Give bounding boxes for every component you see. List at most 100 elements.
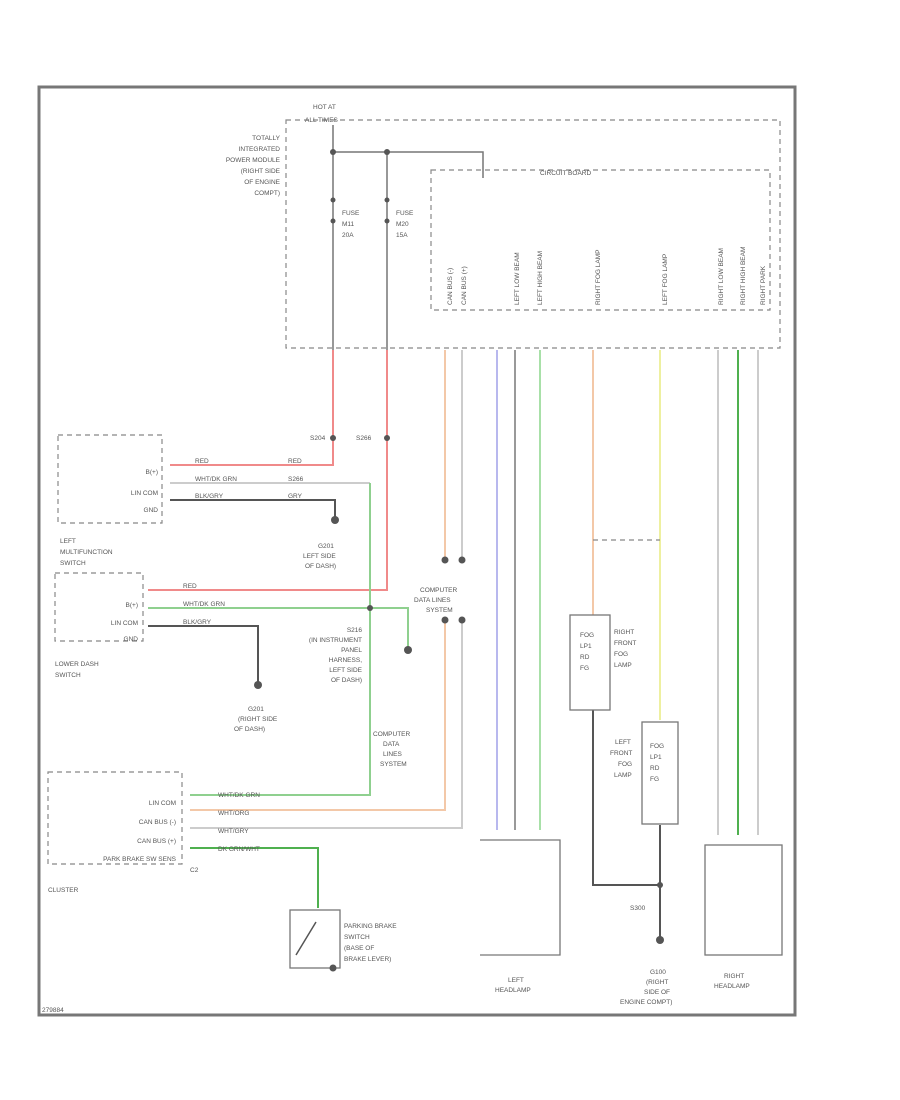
svg-text:BLK/GRY: BLK/GRY	[183, 619, 212, 626]
svg-text:BLK/GRY: BLK/GRY	[195, 493, 224, 500]
svg-text:GND: GND	[124, 636, 139, 643]
svg-text:C2: C2	[190, 867, 199, 874]
svg-text:LEFT HIGH BEAM: LEFT HIGH BEAM	[537, 251, 544, 305]
ground-g100: S300 G100 (RIGHT SIDE OF ENGINE COMPT)	[620, 905, 672, 1006]
wires	[148, 350, 759, 944]
svg-text:DATA: DATA	[383, 741, 400, 748]
svg-text:LAMP: LAMP	[614, 662, 632, 669]
svg-text:DATA LINES: DATA LINES	[414, 597, 451, 604]
svg-text:INTEGRATED: INTEGRATED	[239, 146, 281, 153]
svg-text:LAMP: LAMP	[614, 772, 632, 779]
svg-text:S266: S266	[288, 476, 304, 483]
svg-text:COMPT): COMPT)	[254, 190, 280, 197]
diagram-border	[37, 85, 797, 1017]
svg-text:RD: RD	[580, 654, 590, 661]
svg-text:FOG: FOG	[618, 761, 632, 768]
svg-text:RD: RD	[650, 765, 660, 772]
svg-text:ALL TIMES: ALL TIMES	[305, 117, 339, 124]
svg-text:(RIGHT SIDE: (RIGHT SIDE	[238, 716, 278, 723]
svg-text:RIGHT LOW BEAM: RIGHT LOW BEAM	[718, 248, 725, 305]
svg-text:B(+): B(+)	[146, 469, 158, 476]
splice-s204: S204	[310, 435, 326, 442]
svg-text:M11: M11	[342, 221, 355, 228]
wire-lin-cluster	[190, 483, 371, 796]
svg-text:GRY: GRY	[288, 493, 303, 500]
wire-red-upper	[170, 350, 334, 466]
svg-text:PARKING BRAKE: PARKING BRAKE	[344, 923, 397, 930]
svg-text:15A: 15A	[396, 232, 408, 239]
svg-text:CLUSTER: CLUSTER	[48, 887, 79, 894]
svg-text:LEFT: LEFT	[508, 977, 524, 984]
svg-text:PARK BRAKE SW SENS: PARK BRAKE SW SENS	[103, 856, 177, 863]
tipm-module: HOT AT ALL TIMES TOTALLY INTEGRATED POWE…	[226, 104, 781, 350]
svg-text:GND: GND	[144, 507, 159, 514]
svg-text:MULTIFUNCTION: MULTIFUNCTION	[60, 549, 113, 556]
svg-text:G201: G201	[248, 706, 264, 713]
svg-text:S300: S300	[630, 905, 646, 912]
wire-park-brake	[190, 847, 319, 908]
svg-text:LINES: LINES	[383, 751, 402, 758]
svg-text:LP1: LP1	[650, 754, 662, 761]
svg-text:WHT/GRY: WHT/GRY	[218, 828, 249, 835]
svg-text:WHT/DK GRN: WHT/DK GRN	[183, 601, 225, 608]
computer-data-lines-label-2: COMPUTER DATA LINES SYSTEM	[373, 731, 411, 768]
wire-lin-lower	[148, 607, 409, 650]
svg-text:M20: M20	[396, 221, 409, 228]
fuse-m11-label: FUSE	[342, 210, 360, 217]
svg-text:CAN BUS (+): CAN BUS (+)	[461, 266, 468, 305]
svg-text:SYSTEM: SYSTEM	[380, 761, 407, 768]
svg-text:OF DASH): OF DASH)	[331, 677, 362, 684]
svg-text:FG: FG	[580, 665, 589, 672]
svg-text:SYSTEM: SYSTEM	[426, 607, 453, 614]
board-circuit-labels: CAN BUS (-) CAN BUS (+) LEFT LOW BEAM LE…	[447, 247, 767, 305]
svg-text:CAN BUS (+): CAN BUS (+)	[137, 838, 176, 845]
wire-fog-ground	[592, 710, 660, 886]
svg-text:LEFT LOW BEAM: LEFT LOW BEAM	[514, 252, 521, 305]
wire-red-lower	[148, 350, 388, 591]
left-headlamp: LEFT HEADLAMP	[480, 839, 561, 994]
splice-s216: S216 (IN INSTRUMENT PANEL HARNESS, LEFT …	[309, 627, 363, 684]
fuse-m20-label: FUSE	[396, 210, 414, 217]
svg-text:CIRCUIT BOARD: CIRCUIT BOARD	[540, 170, 591, 177]
wire-gnd-lower	[148, 625, 259, 685]
svg-text:RIGHT HIGH BEAM: RIGHT HIGH BEAM	[740, 247, 747, 305]
svg-text:(RIGHT SIDE: (RIGHT SIDE	[241, 168, 281, 175]
svg-text:TOTALLY: TOTALLY	[252, 135, 280, 142]
svg-text:LEFT SIDE: LEFT SIDE	[329, 667, 362, 674]
computer-data-lines-label-1: COMPUTER DATA LINES SYSTEM	[414, 587, 458, 614]
svg-text:RED: RED	[195, 458, 209, 465]
svg-text:(BASE OF: (BASE OF	[344, 945, 374, 952]
svg-text:COMPUTER: COMPUTER	[420, 587, 458, 594]
instrument-cluster: LIN COM CAN BUS (-) CAN BUS (+) PARK BRA…	[47, 771, 260, 894]
svg-text:(RIGHT: (RIGHT	[646, 979, 668, 986]
svg-text:FRONT: FRONT	[610, 750, 632, 757]
svg-text:RIGHT: RIGHT	[614, 629, 634, 636]
svg-text:HEADLAMP: HEADLAMP	[714, 983, 750, 990]
right-headlamp: RIGHT HEADLAMP	[704, 844, 783, 990]
splice-s266: S266	[356, 435, 372, 442]
svg-text:LEFT SIDE: LEFT SIDE	[303, 553, 336, 560]
svg-text:HEADLAMP: HEADLAMP	[495, 987, 531, 994]
svg-text:HOT AT: HOT AT	[313, 104, 336, 111]
left-front-fog-lamp: FOG LP1 RD FG LEFT FRONT FOG LAMP	[610, 721, 679, 825]
svg-text:RED: RED	[183, 583, 197, 590]
svg-text:LEFT: LEFT	[615, 739, 631, 746]
svg-text:OF DASH): OF DASH)	[305, 563, 336, 570]
svg-text:B(+): B(+)	[126, 602, 138, 609]
wire-can-plus	[190, 350, 463, 829]
svg-text:LIN COM: LIN COM	[131, 490, 158, 497]
svg-text:FG: FG	[650, 776, 659, 783]
svg-text:PANEL: PANEL	[341, 647, 362, 654]
svg-text:SWITCH: SWITCH	[55, 672, 81, 679]
ground-g201-right: G201 (RIGHT SIDE OF DASH)	[234, 706, 278, 733]
svg-text:FOG: FOG	[614, 651, 628, 658]
svg-text:SWITCH: SWITCH	[60, 560, 86, 567]
svg-text:RIGHT FOG LAMP: RIGHT FOG LAMP	[595, 250, 602, 306]
svg-text:RIGHT: RIGHT	[724, 973, 744, 980]
upper-switch: B(+) LIN COM GND RED WHT/DK GRN BLK/GRY …	[57, 434, 304, 524]
svg-text:RED: RED	[288, 458, 302, 465]
svg-text:WHT/DK GRN: WHT/DK GRN	[218, 792, 260, 799]
svg-text:FRONT: FRONT	[614, 640, 636, 647]
svg-text:SWITCH: SWITCH	[344, 934, 370, 941]
svg-text:LEFT FOG LAMP: LEFT FOG LAMP	[662, 254, 669, 305]
